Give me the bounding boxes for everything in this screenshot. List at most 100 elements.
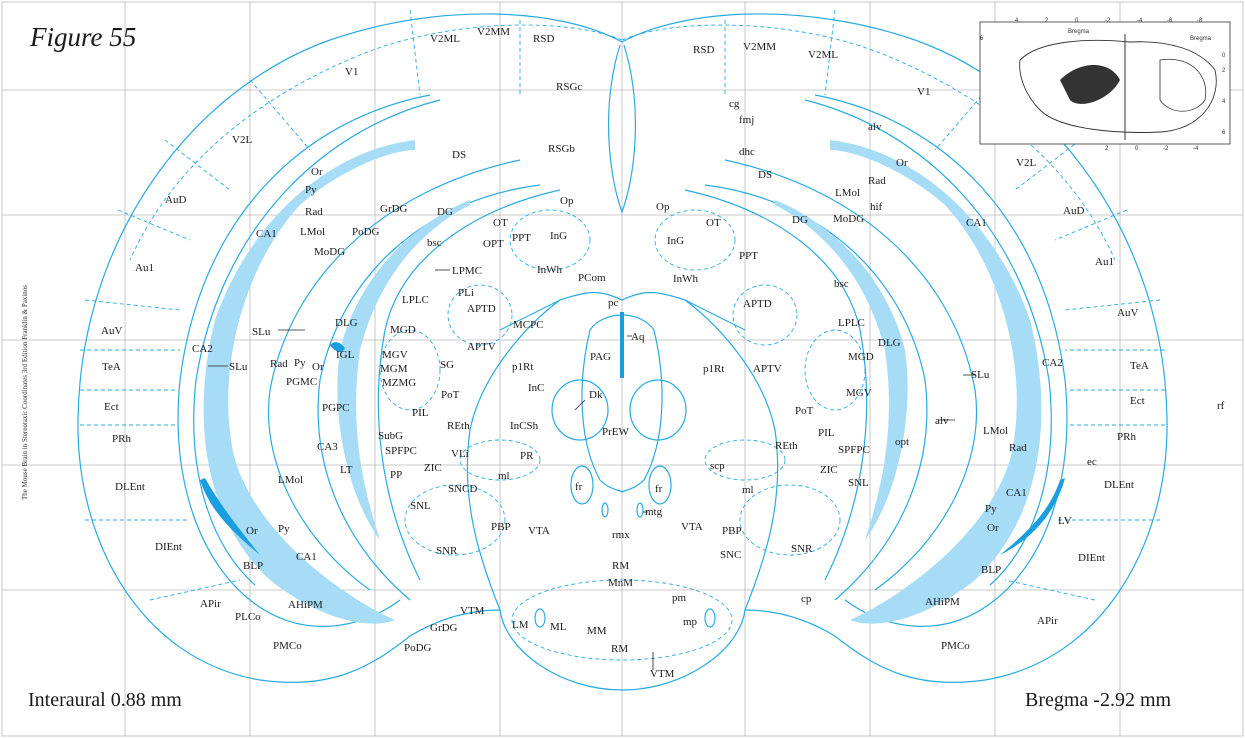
region-label: DIEnt bbox=[155, 541, 182, 553]
region-label: PrEW bbox=[602, 426, 630, 438]
region-label: RM bbox=[612, 560, 629, 572]
region-label: SG bbox=[440, 359, 454, 371]
inset-top-tick: 0 bbox=[1075, 18, 1079, 24]
region-label: PRh bbox=[112, 433, 131, 445]
region-label: V2MM bbox=[743, 41, 776, 53]
region-label: PBP bbox=[722, 525, 742, 537]
region-label: PIL bbox=[818, 427, 835, 439]
region-label: DLEnt bbox=[1104, 479, 1134, 491]
region-label: MGV bbox=[382, 349, 408, 361]
region-label: VTM bbox=[650, 668, 675, 680]
region-label: LPLC bbox=[838, 317, 865, 329]
region-label: MGD bbox=[848, 351, 874, 363]
region-label: PIL bbox=[412, 407, 429, 419]
region-label: SNR bbox=[436, 545, 458, 557]
region-label: PoT bbox=[795, 405, 814, 417]
region-label: APTV bbox=[467, 341, 496, 353]
region-label: TeA bbox=[102, 361, 121, 373]
region-label: AuV bbox=[1117, 307, 1138, 319]
region-label: V2ML bbox=[808, 49, 838, 61]
region-label: ec bbox=[1087, 456, 1097, 468]
region-label: CA3 bbox=[317, 441, 338, 453]
region-label: ml bbox=[498, 470, 510, 482]
inset-right-tick: 4 bbox=[1222, 99, 1226, 105]
region-label: AuV bbox=[101, 325, 122, 337]
region-label: PPT bbox=[739, 250, 758, 262]
region-label: CA1 bbox=[1006, 487, 1027, 499]
region-label: opt bbox=[895, 436, 909, 448]
region-label: RSGb bbox=[548, 143, 575, 155]
region-label: Rad bbox=[1009, 442, 1027, 454]
region-label: REth bbox=[775, 440, 798, 452]
region-label: APTD bbox=[743, 298, 772, 310]
region-label: InWh bbox=[537, 264, 563, 276]
region-label: SPFPC bbox=[385, 445, 417, 457]
region-label: CA2 bbox=[1042, 357, 1063, 369]
side-credit: The Mouse Brain in Stereotaxic Coordinat… bbox=[21, 285, 29, 500]
region-label: CA1 bbox=[966, 217, 987, 229]
region-label: MnM bbox=[608, 577, 633, 589]
region-label: Rad bbox=[270, 358, 288, 370]
figure-title: Figure 55 bbox=[29, 22, 136, 52]
region-label: MGV bbox=[846, 387, 872, 399]
region-label: RSGc bbox=[556, 81, 582, 93]
region-label: V2ML bbox=[430, 33, 460, 45]
region-label: LMol bbox=[835, 187, 860, 199]
region-label: PP bbox=[390, 469, 402, 481]
region-label: Op bbox=[560, 195, 574, 207]
region-label: MoDG bbox=[833, 213, 864, 225]
region-label: BLP bbox=[981, 564, 1001, 576]
region-label: Au1 bbox=[135, 262, 154, 274]
region-label: CA1 bbox=[296, 551, 317, 563]
region-label: PRh bbox=[1117, 431, 1136, 443]
region-label: V1 bbox=[345, 66, 358, 78]
region-label: PMCo bbox=[941, 640, 970, 652]
region-label: Py bbox=[294, 357, 306, 369]
region-label: Rad bbox=[868, 175, 886, 187]
interaural-label: Interaural 0.88 mm bbox=[28, 689, 182, 711]
region-label: GrDG bbox=[430, 622, 458, 634]
inset-top-tick: -4 bbox=[1137, 18, 1143, 24]
region-label: ml bbox=[742, 484, 754, 496]
region-label: DIEnt bbox=[1078, 552, 1105, 564]
region-label: ZIC bbox=[820, 464, 838, 476]
region-label: Py bbox=[985, 503, 997, 515]
region-label: PoDG bbox=[404, 642, 432, 654]
region-label: APir bbox=[200, 598, 221, 610]
region-label: OT bbox=[706, 217, 721, 229]
region-label: V2L bbox=[232, 134, 252, 146]
leader-lines bbox=[208, 269, 975, 670]
region-label: MGD bbox=[390, 324, 416, 336]
region-label: p1Rt bbox=[512, 361, 533, 373]
inset-bregma-label: Bregma bbox=[1068, 29, 1090, 35]
region-label: LPLC bbox=[402, 294, 429, 306]
region-label: LM bbox=[512, 619, 529, 631]
region-label: SubG bbox=[378, 430, 403, 442]
region-label: InG bbox=[550, 230, 567, 242]
region-label: DG bbox=[437, 206, 453, 218]
region-label: DS bbox=[452, 149, 466, 161]
region-label: PCom bbox=[578, 272, 606, 284]
region-label: Aq bbox=[631, 331, 645, 343]
region-label: LMol bbox=[983, 425, 1008, 437]
region-label: bsc bbox=[834, 278, 849, 290]
inset-top-tick: 2 bbox=[1045, 18, 1049, 24]
bregma-label: Bregma -2.92 mm bbox=[1025, 689, 1172, 711]
region-label: Ect bbox=[104, 401, 119, 413]
region-label: SLu bbox=[252, 326, 271, 338]
region-label: scp bbox=[710, 460, 725, 472]
region-label: DLEnt bbox=[115, 481, 145, 493]
region-label: Or bbox=[896, 157, 908, 169]
region-label: pm bbox=[672, 592, 687, 604]
region-label: cp bbox=[801, 593, 812, 605]
region-label: RSD bbox=[533, 33, 554, 45]
region-label: pc bbox=[608, 297, 619, 309]
region-label: InCSh bbox=[510, 420, 539, 432]
inset-bregma-label: Bregma bbox=[1190, 36, 1212, 42]
region-label: PoDG bbox=[352, 226, 380, 238]
region-label: GrDG bbox=[380, 203, 408, 215]
region-label: Py bbox=[305, 184, 317, 196]
inset-right-tick: 6 bbox=[1222, 130, 1226, 136]
inset-right-tick: 2 bbox=[1222, 68, 1226, 74]
